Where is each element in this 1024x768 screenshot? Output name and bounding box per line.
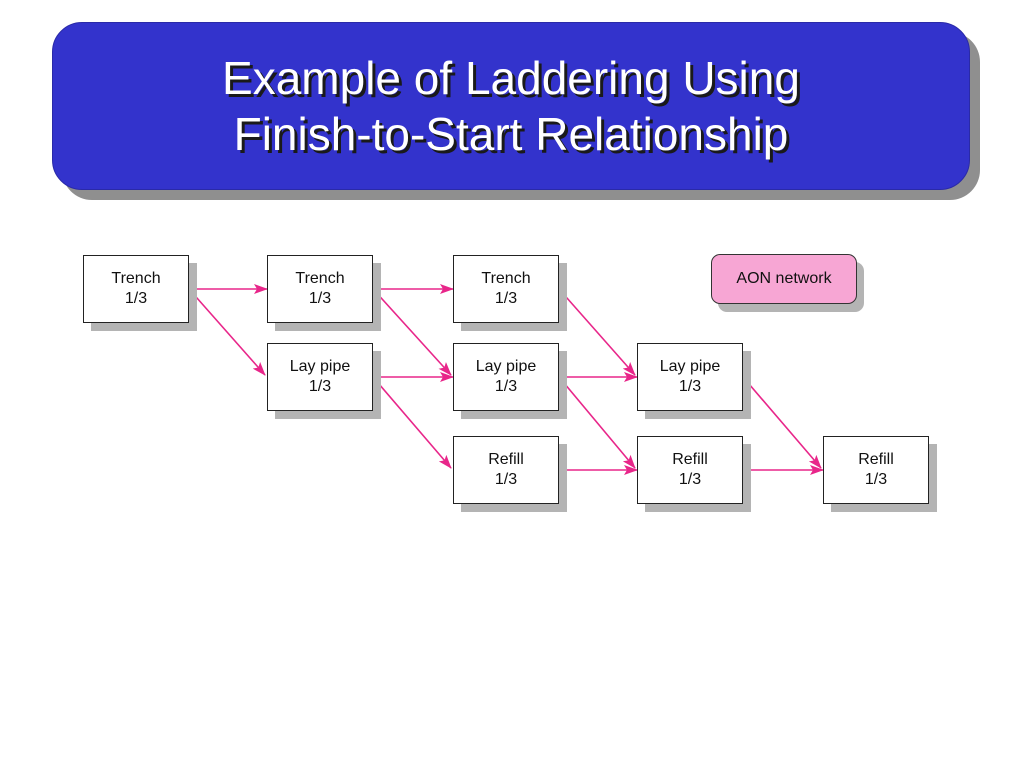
activity-fraction: 1/3 (864, 471, 888, 488)
activity-fraction: 1/3 (308, 290, 332, 307)
activity-fraction: 1/3 (124, 290, 148, 307)
activity-name: Lay pipe (659, 358, 721, 375)
dependency-arrow (372, 376, 452, 469)
title-banner: Example of Laddering Using Finish-to-Sta… (52, 22, 970, 190)
activity-fraction: 1/3 (308, 378, 332, 395)
activity-node-refill: Refill 1/3 (453, 436, 559, 504)
activity-name: Lay pipe (475, 358, 537, 375)
activity-node-refill: Refill 1/3 (823, 436, 929, 504)
activity-name: Refill (488, 451, 524, 468)
activity-fraction: 1/3 (494, 290, 518, 307)
title-line-1: Example of Laddering Using (222, 52, 800, 104)
title-line-2: Finish-to-Start Relationship (233, 108, 789, 160)
edge-group (188, 284, 824, 475)
activity-node-refill: Refill 1/3 (637, 436, 743, 504)
activity-name: Trench (295, 270, 345, 287)
dependency-arrow (372, 288, 452, 376)
activity-fraction: 1/3 (678, 378, 702, 395)
activity-fraction: 1/3 (494, 378, 518, 395)
activity-fraction: 1/3 (494, 471, 518, 488)
activity-node-lay-pipe: Lay pipe 1/3 (453, 343, 559, 411)
activity-name: Trench (481, 270, 531, 287)
activity-node-trench: Trench 1/3 (83, 255, 189, 323)
dependency-arrow (558, 376, 636, 469)
dependency-arrow (742, 376, 822, 469)
activity-name: Lay pipe (289, 358, 351, 375)
activity-name: Refill (672, 451, 708, 468)
activity-fraction: 1/3 (678, 471, 702, 488)
dependency-arrow (558, 288, 636, 376)
dependency-arrow (188, 288, 266, 376)
activity-name: Refill (858, 451, 894, 468)
activity-node-trench: Trench 1/3 (453, 255, 559, 323)
activity-node-trench: Trench 1/3 (267, 255, 373, 323)
activity-node-lay-pipe: Lay pipe 1/3 (637, 343, 743, 411)
activity-node-lay-pipe: Lay pipe 1/3 (267, 343, 373, 411)
activity-name: Trench (111, 270, 161, 287)
legend-aon-network: AON network (711, 254, 857, 304)
